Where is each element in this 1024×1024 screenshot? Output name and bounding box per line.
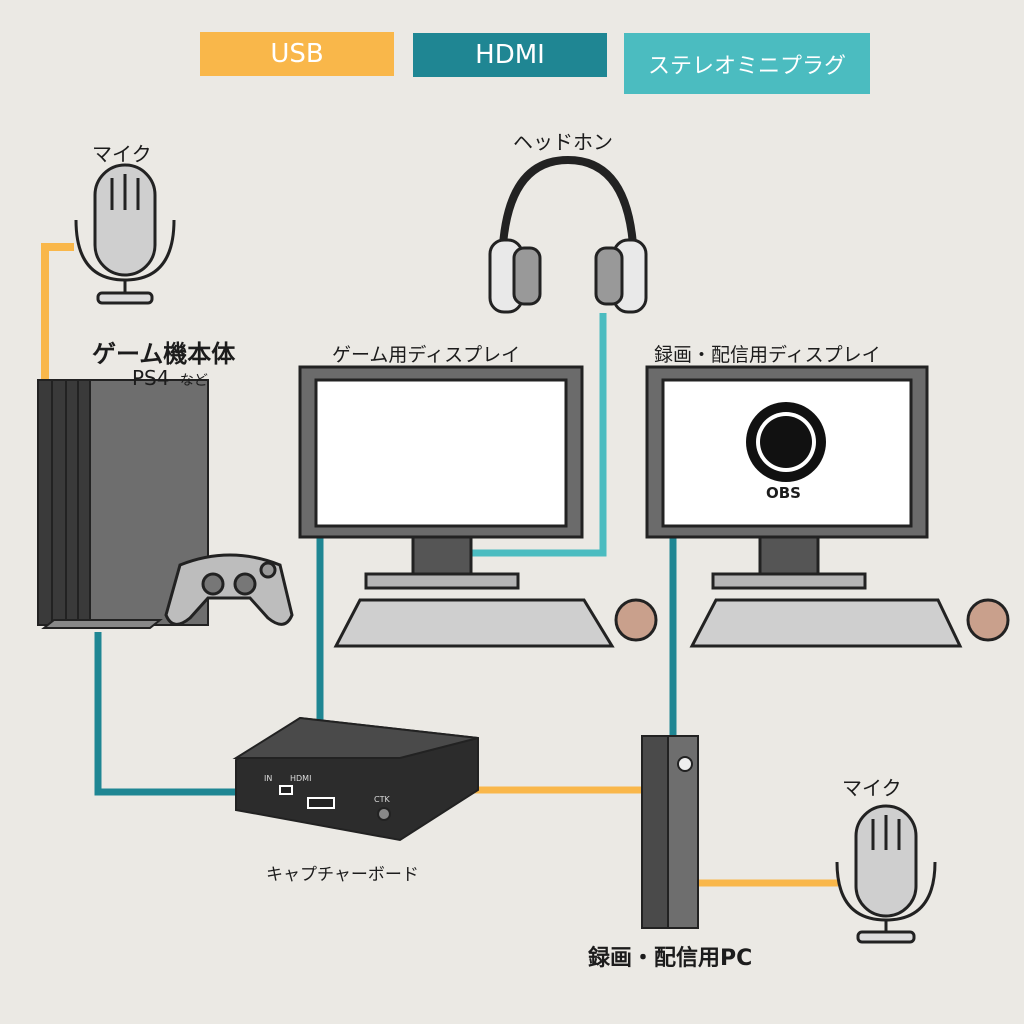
capture-hdmi-label: HDMI <box>290 774 312 783</box>
console-model-suffix: など <box>179 373 208 389</box>
mic-top-label: マイク <box>92 142 152 166</box>
capture-in-label: IN <box>264 774 273 783</box>
headphones <box>488 155 648 314</box>
game-controller <box>164 553 294 626</box>
pc-label: 録画・配信用PC <box>588 946 753 971</box>
legend-hdmi: HDMI <box>413 33 607 77</box>
legend-hdmi-label: HDMI <box>475 40 545 70</box>
console-title: ゲーム機本体 <box>92 340 236 368</box>
legend-stereo: ステレオミニプラグ <box>624 33 870 94</box>
rec-keyboard <box>689 598 1010 648</box>
obs-logo-text: OBS <box>766 484 801 502</box>
microphone-bottom <box>835 804 937 944</box>
console-model: PS4 <box>132 366 170 390</box>
usb-cable-mic-console <box>41 243 74 388</box>
legend-stereo-label: ステレオミニプラグ <box>647 53 846 79</box>
legend-usb: USB <box>200 32 394 76</box>
game-keyboard <box>333 598 658 648</box>
legend-usb-label: USB <box>270 39 324 69</box>
rec-display-label: 録画・配信用ディスプレイ <box>654 344 881 366</box>
recording-pc <box>641 735 699 929</box>
mic-bottom-label: マイク <box>842 776 902 800</box>
stereo-cable-headphones-display <box>468 313 607 557</box>
capture-board <box>232 716 479 842</box>
game-display-label: ゲーム用ディスプレイ <box>332 344 521 366</box>
microphone-top <box>74 163 176 305</box>
capture-ctk-label: CTK <box>374 795 390 804</box>
console-subtitle: PS4 など <box>132 366 208 390</box>
hdmi-cable-console-capture <box>94 632 280 796</box>
capture-board-label: キャプチャーボード <box>266 865 419 885</box>
headphones-label: ヘッドホン <box>513 130 613 154</box>
obs-logo-icon <box>746 402 826 482</box>
game-display <box>298 365 584 590</box>
